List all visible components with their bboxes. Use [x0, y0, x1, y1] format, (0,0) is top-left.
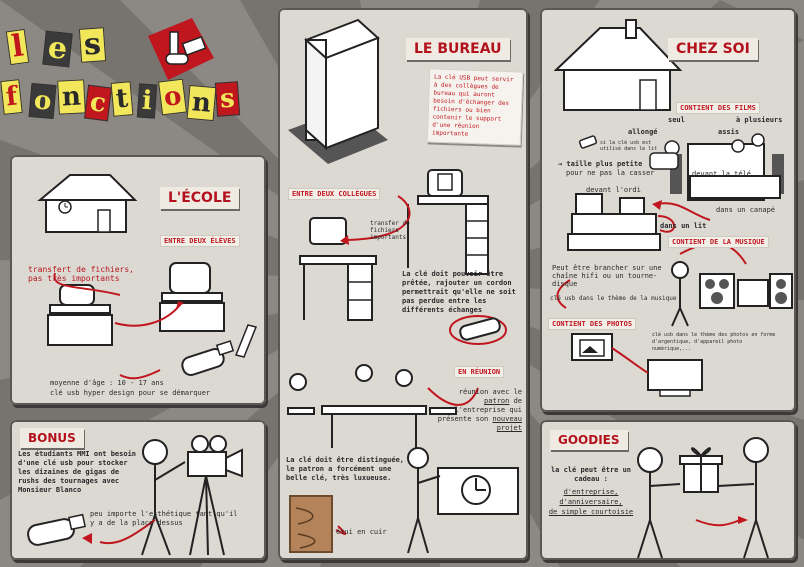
title-letter: f [0, 79, 23, 115]
title-letter: e [42, 30, 73, 68]
panel-ecole: L'ÉCOLE ENTRE DEUX ÉLÈVES transfert de f… [10, 155, 266, 405]
panel-chez-soi: CHEZ SOI CONTIENT DES FILMS seul à plusi… [540, 8, 796, 412]
panel-bureau: LE BUREAU La clé USB peut servir à des c… [278, 8, 528, 560]
bonus-title: BONUS [20, 428, 84, 448]
goodies-intro: la clé peut être un cadeau : [550, 466, 632, 483]
lit-text: dans un lit [660, 222, 707, 230]
ecole-age-text: moyenne d'âge : 10 - 17 ans [50, 379, 164, 387]
photos-subtitle: CONTIENT DES PHOTOS [548, 318, 637, 330]
usb-lit-text: si la clé usb est utilisé dans le lit [600, 140, 658, 152]
title-letter: s [214, 81, 240, 117]
bureau-meeting-text: réunion avec le patron de l'entreprise q… [430, 388, 522, 433]
title-letter: o [28, 82, 57, 120]
meeting-text-project: nouveau projet [492, 415, 522, 432]
ecole-usb-text: clé usb hyper design pour se démarquer [50, 389, 211, 397]
films-assis: assis [718, 128, 740, 136]
chez-soi-title: CHEZ SOI [668, 38, 758, 60]
bureau-meeting-title: EN RÉUNION [454, 366, 505, 378]
canape-text: dans un canapé [716, 206, 776, 214]
title-letter: i [136, 83, 158, 119]
bonus-aesthetic-text: peu importe l'esthétique tant qu'il y a … [90, 510, 238, 527]
bureau-leather-text: étui en cuir [336, 528, 387, 536]
tele-text: devant la télé [692, 170, 752, 178]
bureau-lend-text: La clé doit pouvoir être prêtée, rajoute… [402, 270, 516, 314]
films-allonge: allongé [628, 128, 658, 136]
films-subtitle: CONTIENT DES FILMS [676, 102, 760, 114]
bureau-title: LE BUREAU [406, 38, 510, 60]
title-letter: s [78, 26, 107, 63]
title-usb-key-icon [148, 18, 214, 80]
title-letter: c [84, 84, 112, 122]
ecole-illustrations [37, 174, 258, 380]
films-plusieurs: à plusieurs [736, 116, 783, 124]
bureau-illustrations [287, 18, 519, 554]
ordi-text: devant l'ordi [586, 186, 641, 194]
bureau-note: La clé USB peut servir à des collègues d… [426, 68, 524, 146]
ecole-subtitle: ENTRE DEUX ÉLÈVES [160, 235, 240, 247]
musique-subtitle: CONTIENT DE LA MUSIQUE [668, 236, 769, 248]
theme-photos-text: clé usb dans le thème des photos en form… [652, 332, 776, 352]
hifi-text: Peut être brancher sur une chaîne hifi o… [552, 264, 662, 288]
taille-text: → taille plus petite [558, 160, 643, 168]
goodies-illustrations [637, 437, 769, 559]
chez-soi-illustrations [553, 19, 793, 397]
goodies-item: de simple courtoisie [548, 508, 634, 516]
meeting-text-mid: de l'entreprise qui présente son [437, 397, 522, 423]
goodies-title: GOODIES [550, 430, 628, 450]
theme-musique-text: clé usb dans le thème de la musique [550, 295, 677, 302]
panel-goodies: GOODIES la clé peut être un cadeau : d'e… [540, 420, 796, 560]
title-letter: o [158, 78, 188, 116]
goodies-item: d'anniversaire, [559, 498, 623, 506]
films-seul: seul [668, 116, 685, 124]
bonus-text: Les étudiants MMI ont besoin d'une clé u… [18, 450, 137, 494]
title-letter: n [186, 84, 217, 122]
ecole-transfer-text: transfert de fichiers, pas très importan… [28, 265, 134, 283]
title-letter: t [110, 81, 134, 117]
bureau-transfer-text: transfer de fichiers importants [370, 220, 410, 241]
goodies-item: d'entreprise, [563, 488, 619, 496]
panel-bonus: BONUS Les étudiants MMI ont besoin d'une… [10, 420, 266, 560]
bureau-subtitle: ENTRE DEUX COLLÈGUES [288, 188, 381, 200]
bureau-luxury-text: La clé doit être distinguée, le patron a… [286, 456, 405, 482]
meeting-text-pre: réunion avec le [458, 388, 522, 396]
bonus-illustrations [27, 435, 243, 556]
ecole-title: L'ÉCOLE [160, 187, 240, 209]
title-letter: n [57, 79, 86, 115]
casser-text: pour ne pas la casser [566, 169, 655, 177]
meeting-text-patron: patron [484, 397, 510, 405]
